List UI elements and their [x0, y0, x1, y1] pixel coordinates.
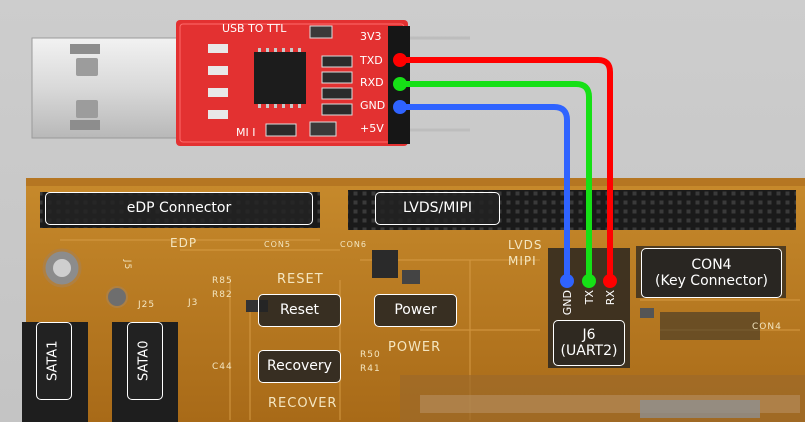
pin-label-3v3: 3V3 [360, 30, 382, 43]
power-tag: Power [374, 294, 457, 327]
j6-tag-line2: (UART2) [560, 343, 618, 359]
reset-tag: Reset [258, 294, 341, 327]
gnd-pin-dot [393, 100, 407, 114]
j6-uart2-tag: J6 (UART2) [553, 320, 625, 366]
edp-connector-tag: eDP Connector [45, 192, 313, 225]
con4-tag-line1: CON4 [691, 256, 732, 273]
silk-con4: CON4 [752, 322, 782, 332]
ttl-chip [254, 52, 306, 104]
silk-r41: R41 [360, 364, 381, 374]
silk-recover: RECOVER [268, 396, 338, 411]
usb-ttl-module [31, 20, 470, 146]
j6-pin-rx-label: RX [604, 290, 617, 306]
pin-label-5v: +5V [360, 122, 384, 135]
silk-con5: CON5 [264, 240, 291, 249]
j6-pin-tx-label: TX [583, 290, 596, 305]
silk-reset: RESET [277, 272, 324, 287]
con4-tag: CON4 (Key Connector) [641, 248, 782, 298]
silk-edp: EDP [170, 236, 198, 250]
module-footer-label: MI I [236, 126, 256, 139]
j6-gnd-pin-dot [560, 274, 574, 288]
txd-pin-dot [393, 53, 407, 67]
silk-r85: R85 [212, 276, 233, 286]
silk-power: POWER [388, 340, 442, 355]
pin-label-rxd: RXD [360, 76, 384, 89]
recovery-tag: Recovery [258, 350, 341, 383]
module-title: USB TO TTL [222, 22, 287, 35]
pin-label-txd: TXD [360, 54, 383, 67]
silk-r50: R50 [360, 350, 381, 360]
wires [397, 57, 613, 283]
sata0-tag: SATA0 [127, 322, 163, 400]
wire-gnd-to-gnd [397, 104, 570, 283]
silk-lvds: LVDS [508, 238, 543, 252]
j6-tx-pin-dot [582, 274, 596, 288]
rxd-pin-dot [393, 77, 407, 91]
silk-j3: J3 [188, 298, 199, 308]
silk-r82: R82 [212, 290, 233, 300]
j6-pin-gnd-label: GND [561, 290, 574, 316]
silk-j25: J25 [138, 300, 156, 310]
silk-j5: J5 [122, 259, 133, 271]
wire-txd-to-rx [397, 57, 613, 283]
silk-con6: CON6 [340, 240, 367, 249]
silk-mipi: MIPI [508, 254, 537, 268]
pin-dots [393, 53, 617, 288]
silk-c44: C44 [212, 362, 233, 372]
j6-rx-pin-dot [603, 274, 617, 288]
j6-tag-line1: J6 [582, 326, 596, 343]
sata1-tag: SATA1 [36, 322, 72, 400]
con4-tag-line2: (Key Connector) [655, 273, 768, 289]
wire-rxd-to-tx [397, 81, 592, 283]
lvds-mipi-tag: LVDS/MIPI [375, 192, 500, 225]
pin-label-gnd: GND [360, 99, 386, 112]
